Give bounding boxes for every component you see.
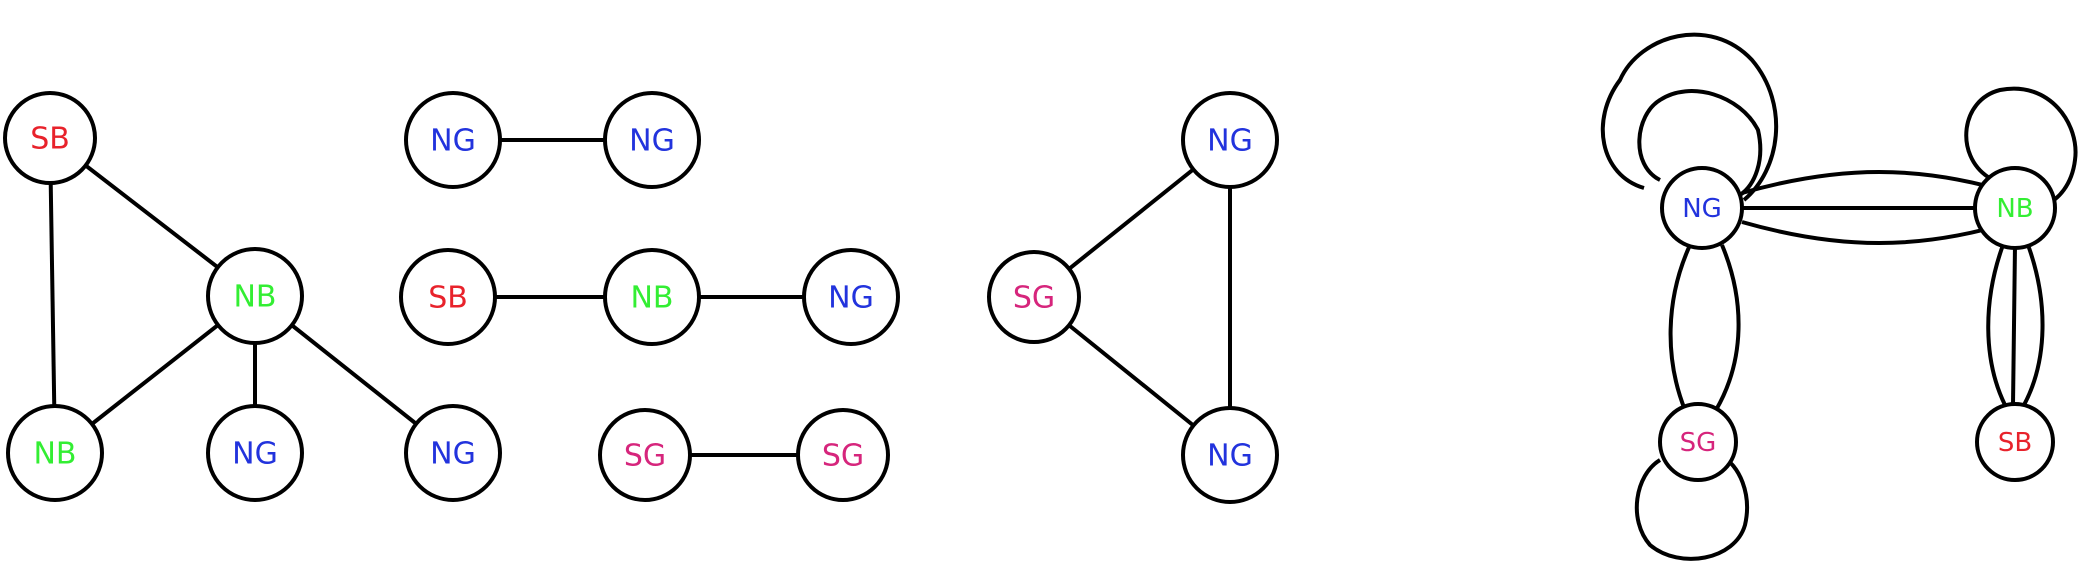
svg-text:NG: NG xyxy=(828,281,874,316)
svg-text:SB: SB xyxy=(1998,428,2032,458)
node-sb: SB xyxy=(3,91,97,185)
edge xyxy=(2011,244,2017,406)
node-sg: SG xyxy=(1658,402,1738,482)
svg-text:NB: NB xyxy=(33,437,76,472)
graph-1: SB NB NB NG NG xyxy=(3,91,502,502)
svg-text:SB: SB xyxy=(30,122,70,157)
node-sg: SG xyxy=(987,250,1081,344)
node-ng: NG xyxy=(1181,406,1279,504)
self-loop-edge xyxy=(1964,86,2078,207)
node-ng: NG xyxy=(404,91,502,189)
edge xyxy=(1668,244,1692,411)
node-ng: NG xyxy=(1181,91,1279,189)
svg-text:NG: NG xyxy=(1207,124,1253,159)
svg-text:SG: SG xyxy=(1680,428,1717,458)
svg-text:NG: NG xyxy=(1682,194,1722,224)
node-nb: NB xyxy=(6,404,104,502)
self-loop-edge xyxy=(1634,453,1750,561)
svg-text:SG: SG xyxy=(624,439,666,474)
svg-text:SB: SB xyxy=(428,281,468,316)
node-ng: NG xyxy=(603,91,701,189)
svg-text:NG: NG xyxy=(629,124,675,159)
graph-6: NG NB SG SB xyxy=(1600,32,2078,561)
edge xyxy=(48,137,57,454)
svg-text:NG: NG xyxy=(1207,439,1253,474)
svg-text:NG: NG xyxy=(430,124,476,159)
svg-text:NB: NB xyxy=(233,280,276,315)
node-ng: NG xyxy=(404,404,502,502)
node-nb: NB xyxy=(206,247,304,345)
node-sg: SG xyxy=(796,408,890,502)
node-ng: NG xyxy=(802,248,900,346)
node-sb: SB xyxy=(399,248,497,346)
node-nb: NB xyxy=(603,248,701,346)
edge xyxy=(1741,220,2013,245)
svg-text:SG: SG xyxy=(822,439,864,474)
svg-text:NB: NB xyxy=(1996,194,2033,224)
graph-5: NG SG NG xyxy=(987,91,1279,504)
svg-text:NB: NB xyxy=(630,281,673,316)
edge xyxy=(1986,244,2007,406)
svg-text:NG: NG xyxy=(430,437,476,472)
svg-text:NG: NG xyxy=(232,437,278,472)
edge xyxy=(1741,170,2013,195)
node-ng: NG xyxy=(1660,166,1744,250)
edge xyxy=(1714,244,1741,412)
graph-2: NG NG xyxy=(404,91,701,189)
self-loop-edge xyxy=(1637,89,1763,197)
edge xyxy=(2022,244,2045,406)
svg-text:SG: SG xyxy=(1013,281,1055,316)
graph-4: SG SG xyxy=(598,408,890,502)
graph-3: SB NB NG xyxy=(399,248,900,346)
node-sb: SB xyxy=(1975,402,2055,482)
self-loop-edge xyxy=(1600,32,1779,202)
node-ng: NG xyxy=(206,404,304,502)
node-sg: SG xyxy=(598,408,692,502)
node-nb: NB xyxy=(1973,166,2057,250)
